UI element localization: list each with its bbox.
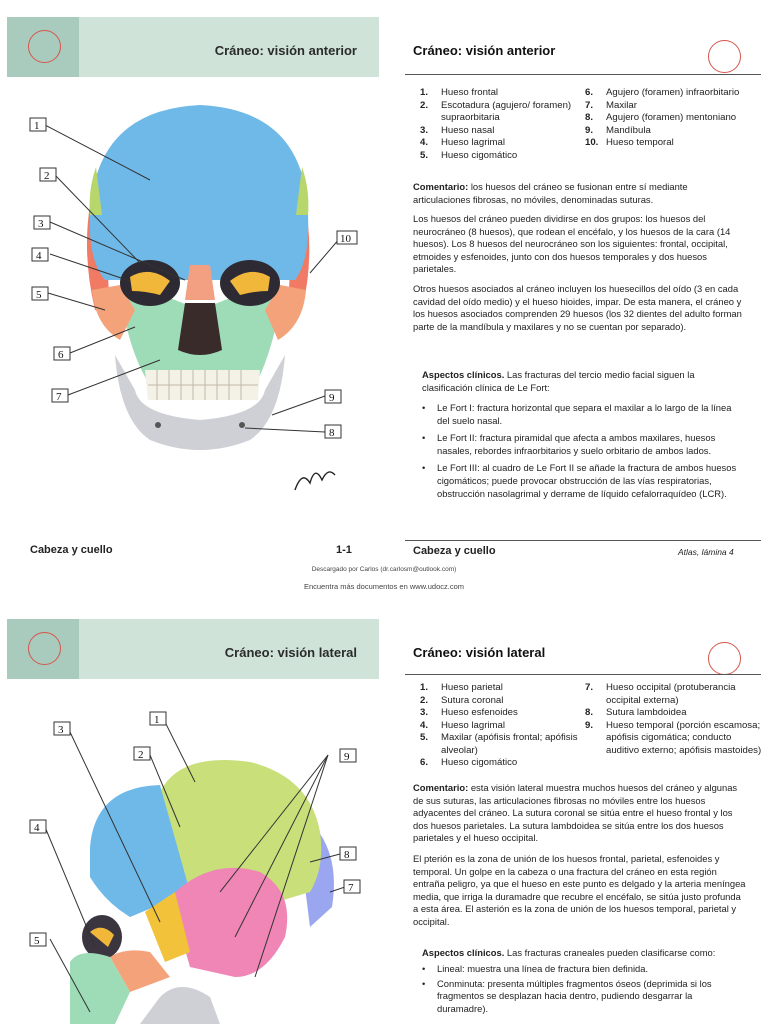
- figure-label: 3: [58, 724, 64, 736]
- body-paragraph: Otros huesos asociados al cráneo incluye…: [413, 283, 742, 332]
- figure-label: 8: [344, 849, 350, 861]
- figure-label: 6: [58, 349, 64, 361]
- skull-anterior-illustration: 1 2 3 4 5 6 7 8 9 10: [10, 95, 375, 515]
- list-item: 7.Maxilar: [585, 99, 637, 111]
- divider: [405, 74, 761, 75]
- bullet-item: •Conminuta: presenta múltiples fragmento…: [422, 977, 712, 1014]
- figure-label: 1: [34, 120, 40, 132]
- footer-section: Cabeza y cuello: [30, 544, 113, 556]
- page-title: Cráneo: visión anterior: [413, 43, 556, 58]
- figure-label: 8: [329, 427, 335, 439]
- figure-label: 9: [329, 392, 335, 404]
- signature-mark: [294, 471, 336, 491]
- header-banner: Cráneo: visión lateral: [7, 619, 379, 679]
- comment-paragraph: Comentario: los huesos del cráneo se fus…: [413, 181, 688, 205]
- list-item: 3.Hueso nasal: [420, 124, 495, 136]
- list-item: 5.Maxilar (apófisis frontal; apófisis al…: [420, 732, 578, 756]
- skull-lateral-svg: 1 2 3 4 5 7 8 9: [29, 711, 361, 1024]
- list-column-b: 7.Hueso occipital (protuberancia occipit…: [585, 682, 765, 757]
- figure-label: 7: [348, 882, 354, 894]
- source-link[interactable]: Encuentra más documentos en www.udocz.co…: [303, 582, 465, 591]
- figure-label: 4: [36, 250, 42, 262]
- list-item: 2.Escotadura (agujero/ foramen) supraorb…: [420, 99, 572, 124]
- bullet-item: •Le Fort I: fractura horizontal que sepa…: [422, 402, 732, 426]
- footer-section-right: Cabeza y cuello: [413, 545, 496, 557]
- figure-label: 4: [34, 822, 40, 834]
- skull-anterior-svg: 1 2 3 4 5 6 7 8 9 10: [29, 105, 358, 491]
- figure-label: 9: [344, 751, 350, 763]
- bullet-item: •Le Fort II: fractura piramidal que afec…: [422, 432, 716, 456]
- list-item: 6.Hueso cigomático: [420, 757, 518, 768]
- list-item: 8.Sutura lambdoidea: [585, 707, 687, 718]
- circle-icon: [708, 642, 741, 675]
- list-item: 4.Hueso lagrimal: [420, 137, 505, 148]
- bullet-item: •Lineal: muestra una línea de fractura b…: [422, 963, 649, 974]
- figure-label: 2: [44, 170, 50, 182]
- figure-label: 7: [56, 391, 62, 403]
- comment-paragraph: Comentario: esta visión lateral muestra …: [413, 782, 738, 844]
- list-item: 9.Mandíbula: [585, 124, 651, 136]
- circle-icon: [28, 30, 61, 63]
- figure-label: 5: [36, 289, 42, 301]
- body-paragraph: Los huesos del cráneo pueden dividirse e…: [413, 213, 731, 275]
- banner-title: Cráneo: visión lateral: [224, 645, 357, 660]
- list-item: 1.Hueso parietal: [420, 682, 503, 693]
- page-title: Cráneo: visión lateral: [413, 645, 546, 660]
- body-paragraph: El pterión es la zona de unión de los hu…: [413, 853, 746, 927]
- footer-page-number: 1-1: [336, 544, 352, 556]
- skull-lateral-illustration: 1 2 3 4 5 7 8 9: [10, 677, 375, 1024]
- bullet-item: •Le Fort III: al cuadro de Le Fort II se…: [422, 462, 737, 499]
- list-item: 1.Hueso frontal: [420, 87, 499, 98]
- figure-label: 1: [154, 714, 160, 726]
- list-item: 6.Agujero (foramen) infraorbitario: [585, 87, 740, 98]
- list-column-a: 1.Hueso parietal 2.Sutura coronal 3.Hues…: [420, 682, 585, 770]
- clinical-paragraph: Aspectos clínicos. Las fracturas craneal…: [422, 947, 716, 958]
- divider: [405, 674, 761, 675]
- list-item: 5.Hueso cigomático: [420, 149, 518, 161]
- clinical-bullets: •Lineal: muestra una línea de fractura b…: [422, 963, 744, 1020]
- footer-atlas-ref: Atlas, lámina 4: [678, 547, 734, 557]
- figure-label: 3: [38, 218, 44, 230]
- list-item: 9.Hueso temporal (porción escamosa; apóf…: [585, 719, 762, 756]
- divider: [405, 540, 761, 541]
- figure-label: 2: [138, 749, 144, 761]
- clinical-paragraph: Aspectos clínicos. Las fracturas del ter…: [422, 369, 695, 393]
- circle-icon: [28, 632, 61, 665]
- clinical-bullets: •Le Fort I: fractura horizontal que sepa…: [422, 402, 744, 505]
- list-item: 2.Sutura coronal: [420, 694, 504, 706]
- banner-title: Cráneo: visión anterior: [214, 43, 357, 58]
- download-note: Descargado por Carlos (dr.carlosm@outloo…: [311, 566, 457, 573]
- list-item: 7.Hueso occipital (protuberancia occipit…: [585, 682, 736, 706]
- header-banner: Cráneo: visión anterior: [7, 17, 379, 77]
- circle-icon: [708, 40, 741, 73]
- list-item: 8.Agujero (foramen) mentoniano: [585, 112, 737, 123]
- list-item: 4.Hueso lagrimal: [420, 719, 505, 731]
- page-anterior-skull: Cráneo: visión anterior Cráneo: visión a…: [7, 17, 765, 557]
- figure-label: 5: [34, 935, 40, 947]
- list-item: 10.Hueso temporal: [585, 137, 674, 148]
- list-column-b: 6.Agujero (foramen) infraorbitario 7.Max…: [585, 87, 765, 150]
- page-lateral-skull: Cráneo: visión lateral Cráneo: visión la…: [0, 602, 768, 1024]
- list-item: 3.Hueso esfenoides: [420, 707, 518, 718]
- list-column-a: 1.Hueso frontal 2.Escotadura (agujero/ f…: [420, 87, 585, 162]
- figure-label: 10: [340, 233, 352, 245]
